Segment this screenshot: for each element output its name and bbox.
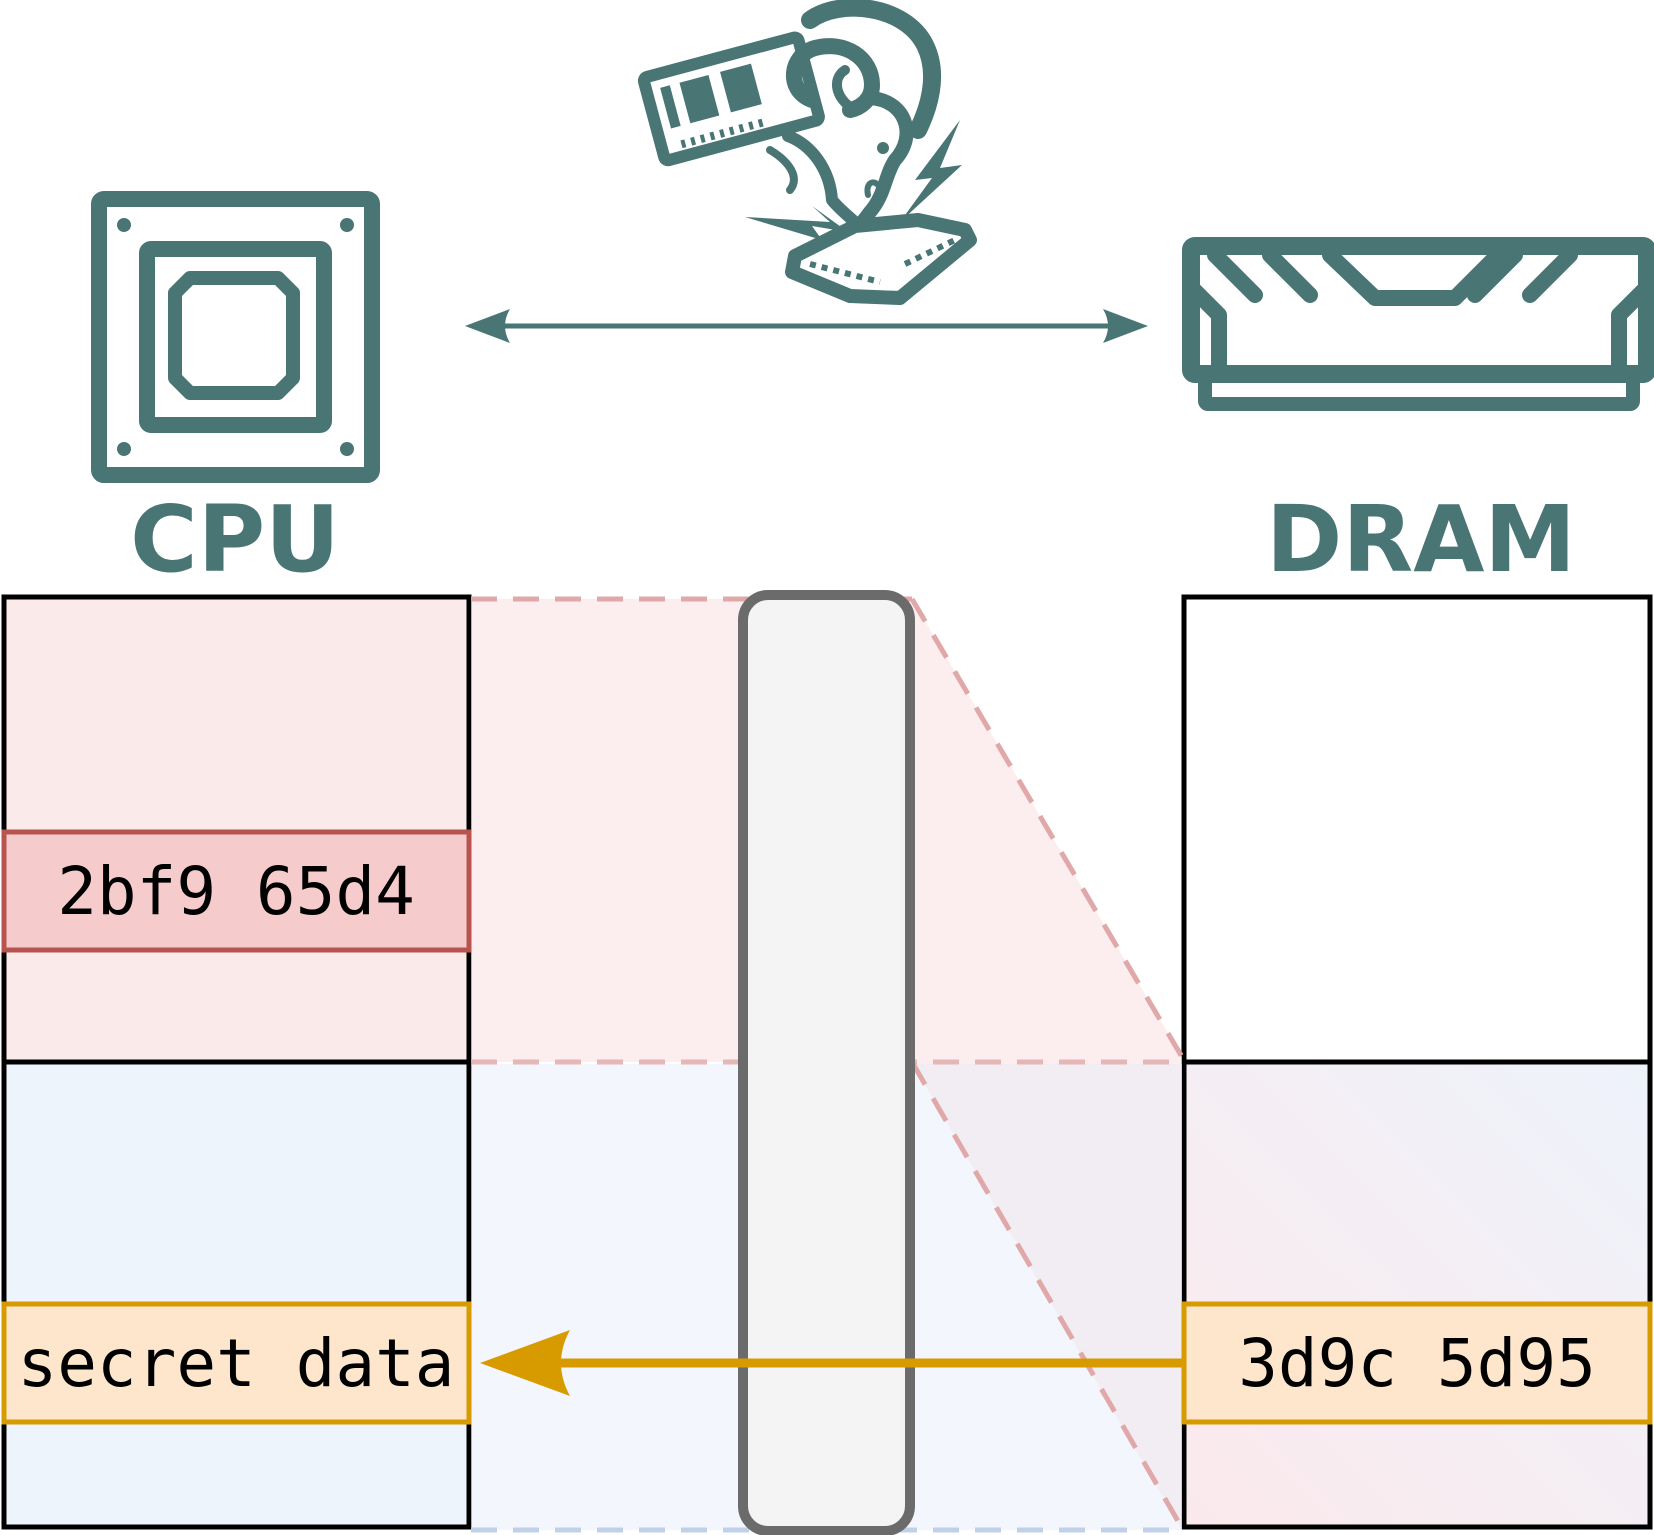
dram-lower-region (1181, 1059, 1653, 1530)
cpu-label: CPU (130, 486, 340, 593)
encrypted-value-text: 2bf9 65d4 (57, 853, 415, 930)
upper-projection (471, 599, 1182, 1530)
dram-label: DRAM (1266, 486, 1576, 593)
ram-with-memory-module-icon (637, 0, 977, 305)
cpu-lower-region (1, 1059, 472, 1530)
dram-module-icon (1182, 237, 1654, 411)
read-arrow (480, 1330, 1182, 1396)
secret-data-box (1, 1301, 472, 1425)
memory-bus-bar (738, 590, 915, 1535)
secret-data-text: secret data (17, 1325, 454, 1402)
bidirectional-arrow-icon (465, 309, 1148, 343)
dram-value-text: 3d9c 5d95 (1238, 1325, 1596, 1402)
dram-upper-region (1181, 594, 1653, 1065)
encrypted-value-box (1, 829, 472, 953)
cpu-chip-icon (91, 191, 380, 483)
dram-value-box (1181, 1301, 1653, 1425)
